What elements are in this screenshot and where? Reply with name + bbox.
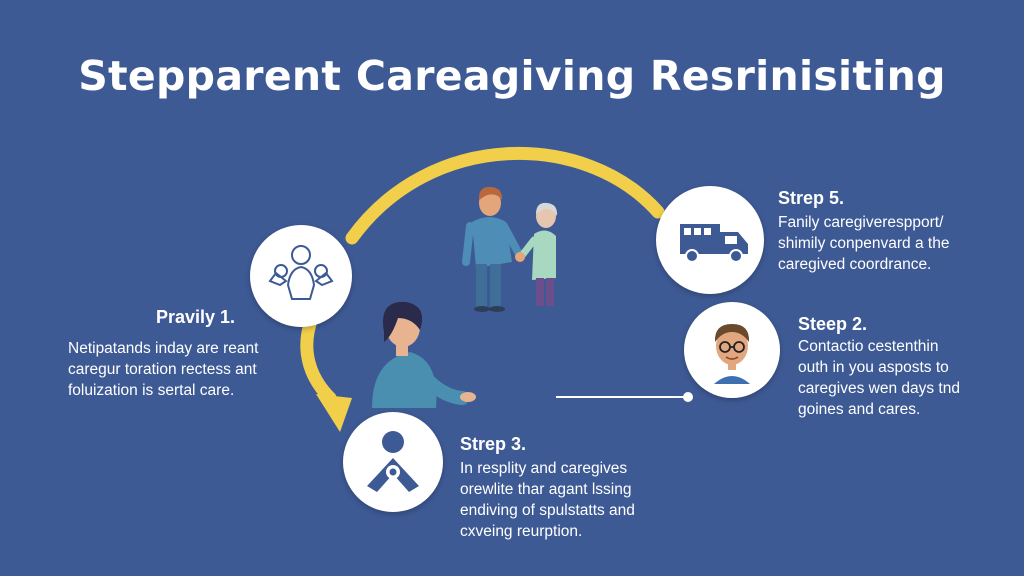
step-1-description: Netipatands inday are reant caregur tora…: [68, 338, 258, 401]
woman-illustration: [372, 301, 476, 408]
step-2-line-2: outh in you asposts to: [798, 359, 949, 376]
flow-arc: [345, 146, 665, 245]
flow-arrow-curve: [300, 311, 337, 405]
step-5-line-2: shimily conpenvard a the: [778, 235, 950, 252]
person-heart-icon: [367, 431, 419, 492]
step-1-line-2: caregur toration rectess ant: [68, 361, 257, 378]
step-5-description: Fanily caregiverespport/ shimily conpenv…: [778, 212, 949, 275]
step-1-line-3: foluization is sertal care.: [68, 382, 235, 399]
step-3-line-4: cxveing reurption.: [460, 523, 583, 540]
step-2-label: Steep 2.: [798, 314, 868, 334]
step-5-circle: [656, 186, 764, 294]
step-3-line-2: orewlite thar agant lssing: [460, 481, 632, 498]
step-3-description: In resplity and caregives orewlite thar …: [460, 458, 635, 542]
family-group-icon: [268, 245, 334, 300]
step-2-line-3: caregives wen days tnd: [798, 380, 960, 397]
step-1-label: Pravily 1.: [156, 307, 236, 327]
step-3-line-3: endiving of spulstatts and: [460, 502, 635, 519]
step-1-line-1: Netipatands inday are reant: [68, 340, 259, 357]
step-5-label: Strep 5.: [778, 188, 845, 208]
step-2-circle: [684, 302, 780, 398]
truck-icon: [680, 224, 748, 263]
step-3-line-1: In resplity and caregives: [460, 460, 628, 477]
step-3-label: Strep 3.: [460, 434, 527, 454]
step-1-circle: [250, 225, 352, 327]
step-2-line-1: Contactio cestenthin: [798, 338, 939, 355]
handshake-illustration: [462, 186, 558, 312]
connector-dot: [683, 392, 693, 402]
step-2-description: Contactio cestenthin outh in you asposts…: [798, 336, 960, 420]
step-5-line-1: Fanily caregiverespport/: [778, 214, 944, 231]
step-2-line-4: goines and cares.: [798, 401, 921, 418]
flow-arrowhead: [316, 394, 352, 432]
page-title: Stepparent Careagiving Resrinisiting: [78, 52, 946, 100]
step-3-circle: [343, 412, 443, 512]
step-5-line-3: caregived coordrance.: [778, 256, 932, 273]
caregiver-face-icon: [714, 324, 750, 384]
